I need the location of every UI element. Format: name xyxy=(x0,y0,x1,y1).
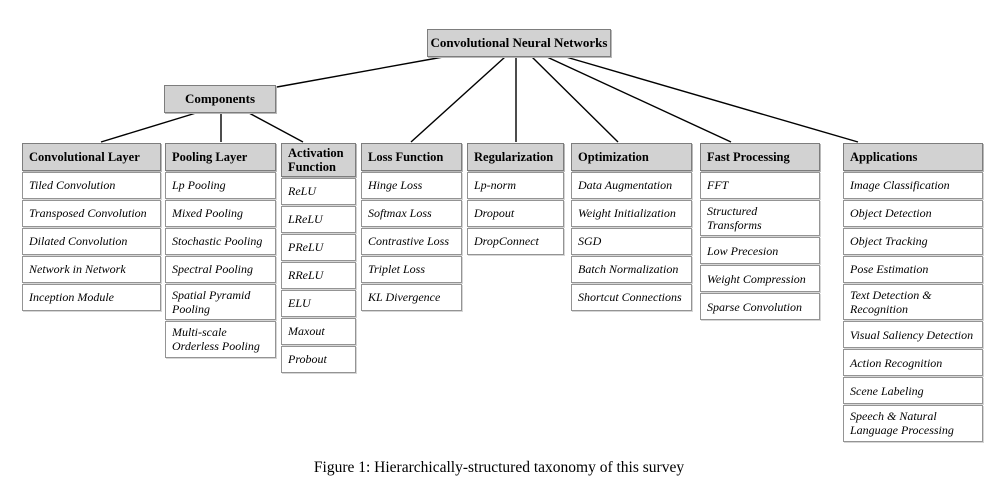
taxonomy-item: Speech & Natural Language Processing xyxy=(843,405,983,442)
taxonomy-item: Batch Normalization xyxy=(571,256,692,283)
taxonomy-item: Object Tracking xyxy=(843,228,983,255)
taxonomy-item: Weight Initialization xyxy=(571,200,692,227)
components-node-label: Components xyxy=(184,91,256,106)
taxonomy-item: Tiled Convolution xyxy=(22,172,161,199)
taxonomy-item: Pose Estimation xyxy=(843,256,983,283)
column-pooling-layer: Pooling Layer Lp Pooling Mixed Pooling S… xyxy=(165,143,276,358)
column-fast-processing: Fast Processing FFT Structured Transform… xyxy=(700,143,820,321)
column-header: Optimization xyxy=(571,143,692,171)
taxonomy-item: Softmax Loss xyxy=(361,200,462,227)
connector-root-applications xyxy=(565,56,859,143)
column-header: Fast Processing xyxy=(700,143,820,171)
connector-components-activation xyxy=(248,112,304,143)
taxonomy-item: ELU xyxy=(281,290,356,317)
figure-caption: Figure 1: Hierarchically-structured taxo… xyxy=(313,459,685,476)
connector-root-loss xyxy=(410,56,506,143)
taxonomy-item: Triplet Loss xyxy=(361,256,462,283)
taxonomy-item: Spectral Pooling xyxy=(165,256,276,283)
taxonomy-item: Scene Labeling xyxy=(843,377,983,405)
taxonomy-item: Shortcut Connections xyxy=(571,284,692,311)
taxonomy-item: Structured Transforms xyxy=(700,200,820,237)
taxonomy-item: Action Recognition xyxy=(843,349,983,377)
taxonomy-item: Spatial Pyramid Pooling xyxy=(165,284,276,321)
taxonomy-item: Low Precesion xyxy=(700,237,820,265)
taxonomy-item: DropConnect xyxy=(467,228,564,255)
column-applications: Applications Image Classification Object… xyxy=(843,143,983,442)
taxonomy-item: PReLU xyxy=(281,234,356,261)
taxonomy-item: Weight Compression xyxy=(700,265,820,293)
taxonomy-item: KL Divergence xyxy=(361,284,462,311)
column-header: Pooling Layer xyxy=(165,143,276,171)
taxonomy-item: SGD xyxy=(571,228,692,255)
taxonomy-item: Sparse Convolution xyxy=(700,293,820,321)
components-node: Components xyxy=(164,85,276,113)
taxonomy-item: RReLU xyxy=(281,262,356,289)
taxonomy-item: Transposed Convolution xyxy=(22,200,161,227)
taxonomy-item: Dropout xyxy=(467,200,564,227)
column-regularization: Regularization Lp-norm Dropout DropConne… xyxy=(467,143,564,255)
connector-root-components xyxy=(276,56,444,88)
column-loss-function: Loss Function Hinge Loss Softmax Loss Co… xyxy=(361,143,462,311)
column-header: Applications xyxy=(843,143,983,171)
root-node: Convolutional Neural Networks xyxy=(427,29,611,57)
column-header: Regularization xyxy=(467,143,564,171)
taxonomy-item: Probout xyxy=(281,346,356,373)
taxonomy-item: Mixed Pooling xyxy=(165,200,276,227)
taxonomy-item: Stochastic Pooling xyxy=(165,228,276,255)
connector-components-convlayer xyxy=(100,112,197,143)
taxonomy-item: Multi-scale Orderless Pooling xyxy=(165,321,276,358)
taxonomy-item: Network in Network xyxy=(22,256,161,283)
column-optimization: Optimization Data Augmentation Weight In… xyxy=(571,143,692,311)
taxonomy-item: Hinge Loss xyxy=(361,172,462,199)
taxonomy-item: FFT xyxy=(700,172,820,199)
taxonomy-item: Data Augmentation xyxy=(571,172,692,199)
taxonomy-item: Image Classification xyxy=(843,172,983,199)
column-header: Activation Function xyxy=(281,143,356,177)
column-header: Loss Function xyxy=(361,143,462,171)
taxonomy-item: Lp-norm xyxy=(467,172,564,199)
column-activation-function: Activation Function ReLU LReLU PReLU RRe… xyxy=(281,143,356,373)
taxonomy-item: Object Detection xyxy=(843,200,983,227)
column-header: Convolutional Layer xyxy=(22,143,161,171)
connector-root-fastprocessing xyxy=(546,56,732,143)
taxonomy-item: ReLU xyxy=(281,178,356,205)
taxonomy-item: Contrastive Loss xyxy=(361,228,462,255)
column-convolutional-layer: Convolutional Layer Tiled Convolution Tr… xyxy=(22,143,161,311)
taxonomy-item: Dilated Convolution xyxy=(22,228,161,255)
taxonomy-item: Text Detection & Recognition xyxy=(843,284,983,321)
taxonomy-item: Visual Saliency Detection xyxy=(843,321,983,349)
connector-root-optimization xyxy=(531,56,619,143)
taxonomy-item: LReLU xyxy=(281,206,356,233)
taxonomy-item: Lp Pooling xyxy=(165,172,276,199)
taxonomy-item: Inception Module xyxy=(22,284,161,311)
root-node-label: Convolutional Neural Networks xyxy=(430,35,608,50)
taxonomy-item: Maxout xyxy=(281,318,356,345)
